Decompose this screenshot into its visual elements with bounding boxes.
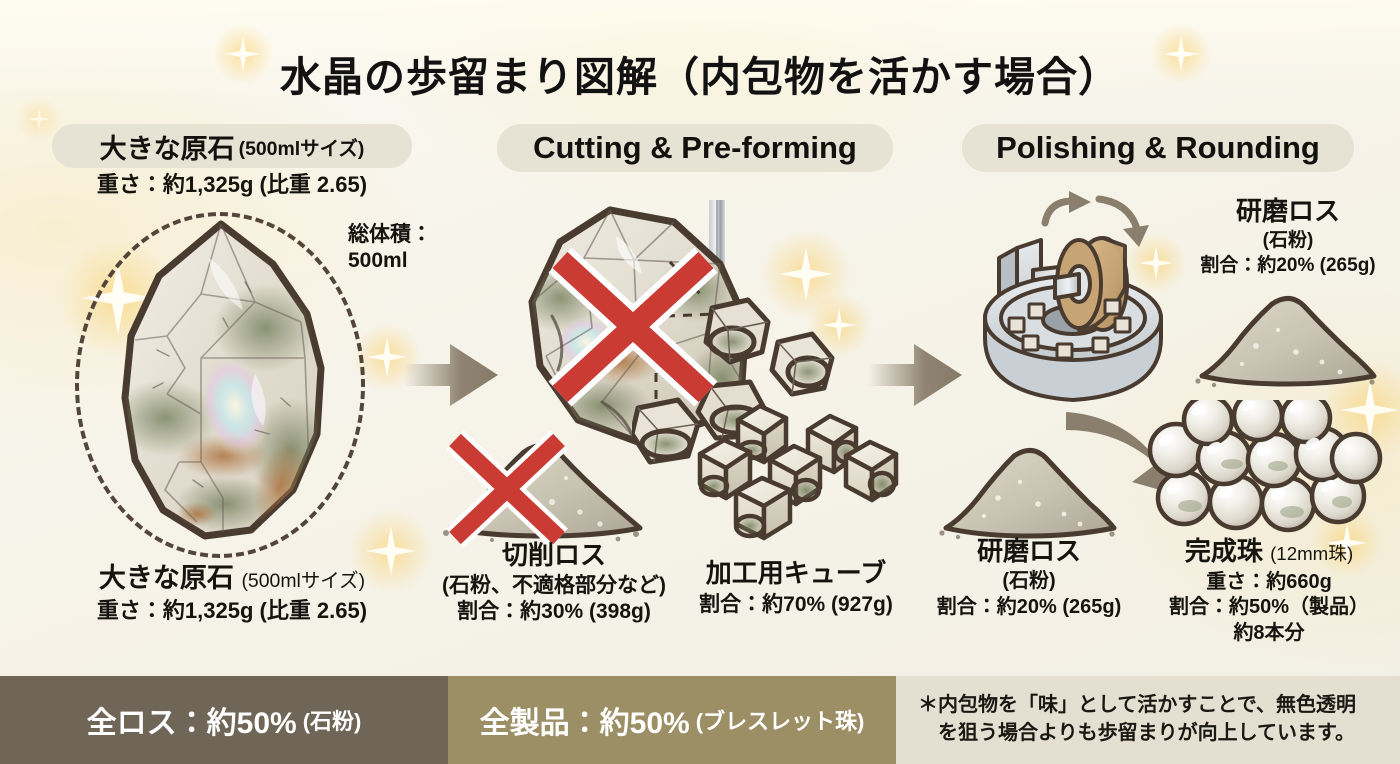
- curved-arrow-icon: [1066, 412, 1188, 498]
- section-header-cutting: Cutting & Pre-forming: [497, 124, 893, 172]
- x-mark-icon: [548, 247, 718, 407]
- finished-beads-illustration: [1147, 400, 1383, 533]
- raw-stone-caption-main: 大きな原石: [98, 563, 234, 593]
- summary-total-product-main: 全製品：約50%: [479, 707, 690, 740]
- summary-total-loss-sub: (石粉): [302, 709, 362, 734]
- raw-stone-volume-outline: [75, 212, 365, 558]
- cubes-ratio: 割合：約70% (927g): [699, 592, 893, 616]
- section-header-raw-sub: (500mlサイズ): [238, 137, 365, 160]
- cutting-loss-title: 切削ロス: [501, 540, 606, 570]
- cutting-loss-ratio: 割合：約30% (398g): [457, 600, 651, 624]
- finished-beads-weight: 重さ：約660g: [1206, 570, 1332, 593]
- summary-total-product: 全製品：約50% (ブレスレット珠): [448, 676, 896, 764]
- polish-loss-top-dust-pile: [1195, 296, 1377, 388]
- summary-note-text: ＊内包物を「味」として活かすことで、無色透明 を狙う場合よりも歩留まりが向上して…: [918, 694, 1356, 744]
- polishing-machine-illustration: [983, 236, 1163, 402]
- raw-stone-volume-annotation: 総体積： 500ml: [348, 223, 432, 272]
- section-header-raw-stone: 大きな原石 (500mlサイズ): [52, 124, 412, 168]
- finished-beads-ratio: 割合：約50%（製品）: [1168, 596, 1370, 619]
- section-header-polishing: Polishing & Rounding: [962, 124, 1354, 172]
- right-arrow-icon: [868, 344, 962, 406]
- raw-stone-caption-sub: (500mlサイズ): [241, 570, 366, 592]
- summary-note: ＊内包物を「味」として活かすことで、無色透明 を狙う場合よりも歩留まりが向上して…: [896, 676, 1400, 764]
- finished-beads-sub: (12mm珠): [1270, 543, 1354, 564]
- cubes-title: 加工用キューブ: [705, 558, 887, 588]
- polish-loss-top-title: 研磨ロス: [1235, 196, 1340, 226]
- polish-loss-bottom-title: 研磨ロス: [976, 536, 1081, 566]
- summary-total-product-sub: (ブレスレット珠): [695, 709, 865, 734]
- x-mark-icon: [446, 430, 568, 548]
- polish-loss-top-ratio: 割合：約20% (265g): [1200, 254, 1376, 276]
- polish-loss-bottom-caption: 研磨ロス (石粉) 割合：約20% (265g): [918, 536, 1140, 620]
- finished-beads-title: 完成珠: [1184, 536, 1263, 566]
- cubes-caption: 加工用キューブ 割合：約70% (927g): [676, 558, 916, 617]
- polish-loss-bottom-sub: (石粉): [1002, 569, 1056, 592]
- polish-loss-bottom-ratio: 割合：約20% (265g): [936, 596, 1122, 619]
- finished-beads-caption: 完成珠 (12mm珠) 重さ：約660g 割合：約50%（製品） 約8本分: [1140, 536, 1398, 645]
- cutting-loss-caption: 切削ロス (石粉、不適格部分など) 割合：約30% (398g): [434, 540, 674, 625]
- raw-crystal-illustration: [121, 220, 325, 540]
- raw-stone-header-weight: 重さ：約1,325g (比重 2.65): [96, 172, 368, 197]
- processing-cubes-illustration: [697, 403, 899, 541]
- section-header-raw-main: 大きな原石: [99, 133, 235, 164]
- finished-beads-count: 約8本分: [1233, 621, 1305, 644]
- right-arrow-icon: [404, 344, 498, 406]
- polish-loss-top-caption: 研磨ロス (石粉) 割合：約20% (265g): [1175, 196, 1400, 277]
- raw-stone-caption: 大きな原石 (500mlサイズ) 重さ：約1,325g (比重 2.65): [32, 562, 432, 625]
- summary-total-loss-main: 全ロス：約50%: [86, 707, 297, 740]
- raw-stone-caption-weight: 重さ：約1,325g (比重 2.65): [96, 597, 368, 623]
- cutting-loss-sub: (石粉、不適格部分など): [442, 573, 666, 597]
- polish-loss-bottom-dust-pile: [939, 448, 1117, 540]
- rotation-arrow-icon: [1041, 191, 1149, 247]
- page-title: 水晶の歩留まり図解（内包物を活かす場合）: [280, 53, 1120, 102]
- summary-total-loss: 全ロス：約50% (石粉): [0, 676, 448, 764]
- polish-loss-top-sub: (石粉): [1262, 229, 1314, 251]
